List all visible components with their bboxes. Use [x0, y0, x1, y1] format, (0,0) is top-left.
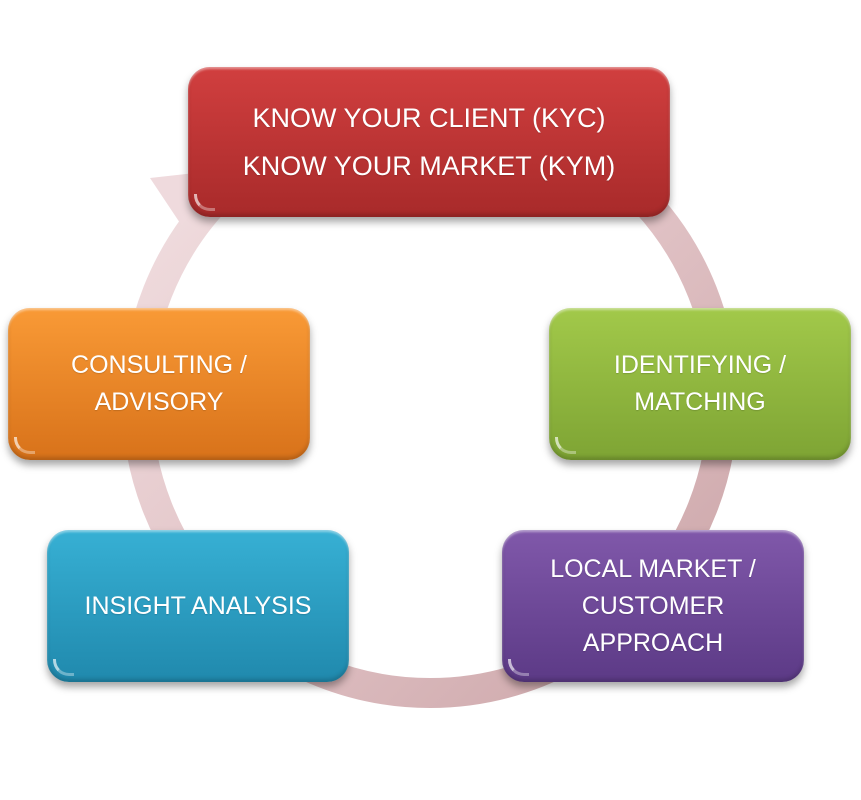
step-consulting-line-1: CONSULTING / [71, 351, 247, 379]
step-consulting: CONSULTING / ADVISORY [8, 308, 310, 460]
step-identifying: IDENTIFYING / MATCHING [549, 308, 851, 460]
step-kyc-line-2: KNOW YOUR MARKET (KYM) [242, 151, 616, 181]
step-insight-analysis-line-1: INSIGHT ANALYSIS [84, 591, 312, 620]
step-local-market-line-1: LOCAL MARKET / [550, 554, 756, 583]
step-identifying-line-2: MATCHING [634, 388, 766, 416]
step-local-market: LOCAL MARKET / CUSTOMER APPROACH [502, 530, 804, 682]
step-kyc-line-1: KNOW YOUR CLIENT (KYC) [252, 103, 606, 133]
step-local-market-line-2: CUSTOMER [581, 591, 725, 620]
step-identifying-line-1: IDENTIFYING / [613, 351, 787, 379]
step-insight-analysis: INSIGHT ANALYSIS [47, 530, 349, 682]
step-local-market-line-3: APPROACH [582, 628, 724, 657]
step-consulting-line-2: ADVISORY [94, 388, 224, 416]
step-kyc: KNOW YOUR CLIENT (KYC) KNOW YOUR MARKET … [188, 67, 670, 217]
